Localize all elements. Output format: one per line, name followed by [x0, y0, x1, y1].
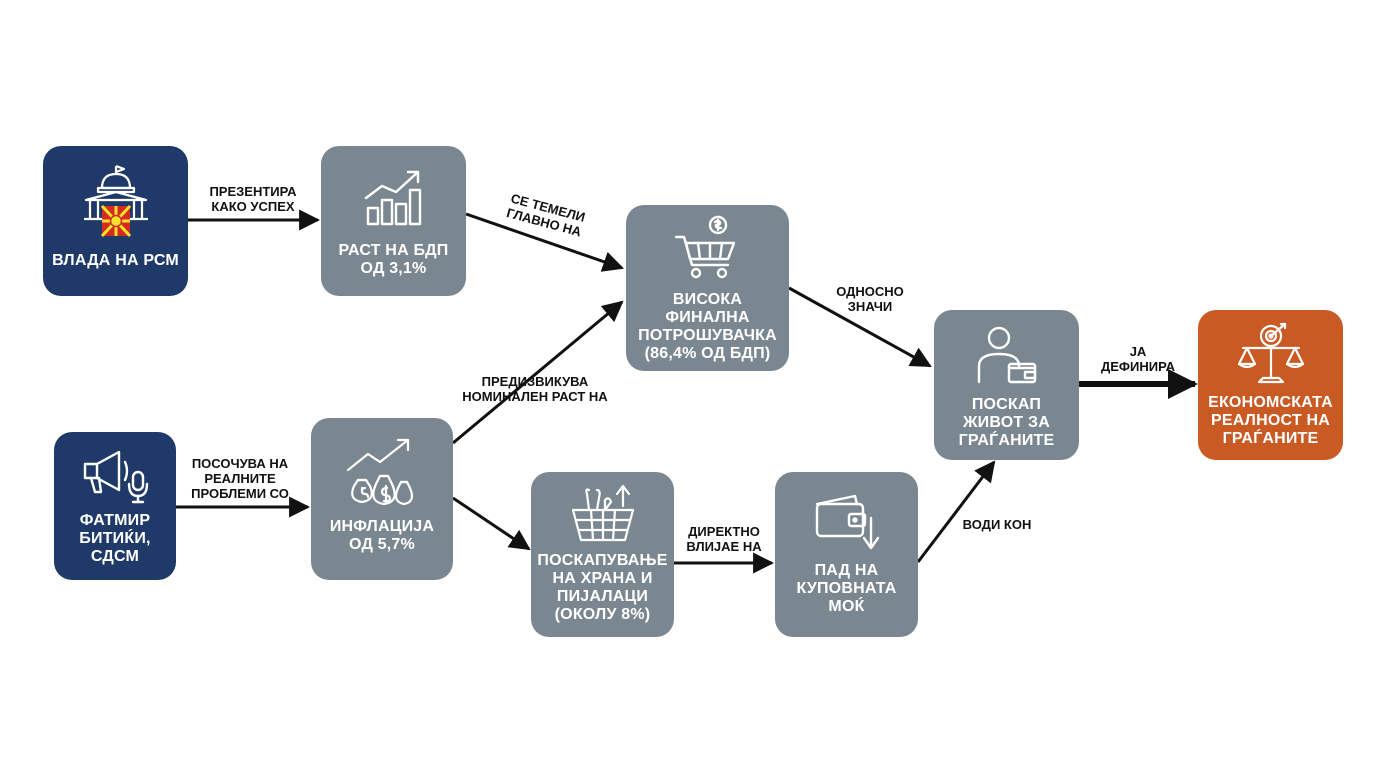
edge-label-gov-gdp: ПРЕЗЕНТИРА КАКО УСПЕХ	[209, 184, 297, 214]
node-inflation: ИНФЛАЦИЈА ОД 5,7%	[311, 418, 453, 580]
node-bitiki-sdsm: ФАТМИР БИТИЌИ, СДСМ	[54, 432, 176, 580]
node-purchasing-power: ПАД НА КУПОВНАТА МОЌ	[775, 472, 918, 637]
edge-inflation-food	[452, 496, 531, 551]
edge-label-purchasing-costliving: ВОДИ КОН	[962, 517, 1032, 532]
grocery-basket-up-icon	[571, 484, 634, 542]
scales-target-icon	[1237, 322, 1304, 384]
node-label: ЕКОНОМСКАТА РЕАЛНОСТ НА ГРАЃАНИТЕ	[1208, 394, 1333, 447]
money-bags-growth-icon	[346, 438, 414, 506]
bar-chart-growth-icon	[364, 170, 421, 226]
person-wallet-icon	[977, 326, 1036, 384]
node-cost-of-living: ПОСКАП ЖИВОТ ЗА ГРАЃАНИТЕ	[934, 310, 1079, 460]
node-gdp-growth: РАСТ НА БДП ОД 3,1%	[321, 146, 466, 296]
node-economic-reality: ЕКОНОМСКАТА РЕАЛНОСТ НА ГРАЃАНИТЕ	[1198, 310, 1343, 460]
edge-inflation-consumption	[452, 300, 624, 445]
government-building-flag-icon	[83, 164, 148, 238]
edge-gdp-consumption	[465, 212, 624, 272]
edge-label-bitiki-inflation: ПОСОЧУВА НА РЕАЛНИТЕ ПРОБЛЕМИ СО	[191, 456, 289, 501]
edge-consumption-costliving	[788, 286, 932, 368]
wallet-down-icon	[815, 494, 879, 550]
node-label: ПОСКАП ЖИВОТ ЗА ГРАЃАНИТЕ	[958, 396, 1055, 449]
node-label: ИНФЛАЦИЈА ОД 5,7%	[329, 518, 435, 553]
node-label: ПАД НА КУПОВНАТА МОЌ	[796, 562, 897, 615]
node-label: ФАТМИР БИТИЌИ, СДСМ	[79, 512, 151, 565]
edge-label-inflation-consumption: ПРЕДИЗВИКУВА НОМИНАЛЕН РАСТ НА	[462, 374, 608, 404]
node-label: ВЛАДА НА РСМ	[52, 252, 179, 269]
node-government: ВЛАДА НА РСМ	[43, 146, 188, 296]
edge-label-costliving-reality: ЈА ДЕФИНИРА	[1100, 344, 1176, 374]
megaphone-microphone-icon	[83, 450, 149, 504]
node-food-prices: ПОСКАПУВАЊЕ НА ХРАНА И ПИЈАЛАЦИ (ОКОЛУ 8…	[531, 472, 674, 637]
node-label: РАСТ НА БДП ОД 3,1%	[338, 242, 449, 277]
edge-purchasing-costliving	[916, 460, 996, 563]
shopping-cart-coin-icon	[674, 215, 735, 279]
edge-label-consumption-costliving: ОДНОСНО ЗНАЧИ	[836, 284, 904, 314]
node-final-consumption: ВИСОКА ФИНАЛНА ПОТРОШУВАЧКА (86,4% ОД БД…	[626, 205, 789, 371]
node-label: ПОСКАПУВАЊЕ НА ХРАНА И ПИЈАЛАЦИ (ОКОЛУ 8…	[537, 552, 668, 623]
node-label: ВИСОКА ФИНАЛНА ПОТРОШУВАЧКА (86,4% ОД БД…	[638, 291, 777, 362]
edge-label-food-purchasing: ДИРЕКТНО ВЛИЈАЕ НА	[686, 524, 762, 554]
